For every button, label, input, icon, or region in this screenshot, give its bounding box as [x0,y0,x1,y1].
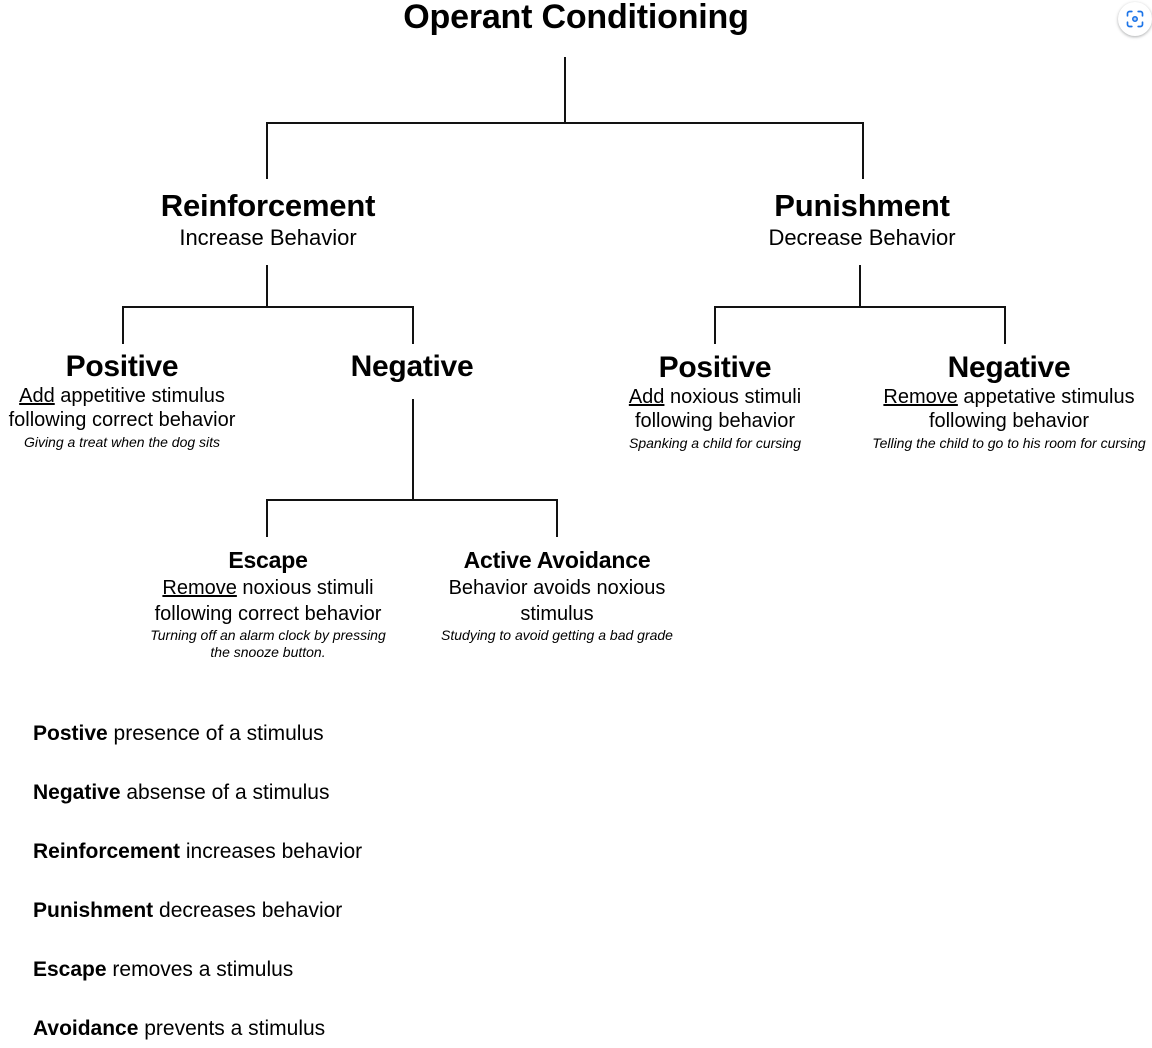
connector-root-bar [266,122,864,124]
glossary-term: Postive [33,722,108,745]
node-active-avoidance-desc-line2: stimulus [520,603,594,626]
connector-punishment-stem [859,265,861,307]
glossary-definition: presence of a stimulus [107,722,324,745]
node-escape-example-line2: the snooze button. [210,643,326,660]
node-active-avoidance-example: Studying to avoid getting a bad grade [441,626,673,643]
glossary-item: Postive presence of a stimulus [33,723,733,744]
node-punishment: Punishment Decrease Behavior [662,188,1062,250]
connector-reinforcement-bar [122,306,414,308]
glossary-term: Avoidance [33,1017,139,1040]
node-punishment-negative-title: Negative [947,351,1071,384]
connector-punishment-to-negative [1004,306,1006,344]
root-node-title: Operant Conditioning [403,0,749,36]
underlined-term-add: Add [19,384,55,407]
node-reinforcement-negative-title: Negative [350,350,474,383]
node-punishment-positive-desc-line2: following behavior [634,410,796,433]
node-punishment-positive: Positive Add noxious stimuli following b… [515,351,915,452]
connector-punishment-bar [714,306,1006,308]
node-reinforcement-positive-example: Giving a treat when the dog sits [23,433,221,450]
underlined-term-remove: Remove [883,385,958,408]
connector-root-to-punishment [862,122,864,179]
glossary-definition: absense of a stimulus [120,781,330,804]
node-reinforcement-negative: Negative [212,350,612,384]
node-active-avoidance: Active Avoidance Behavior avoids noxious… [357,547,757,644]
node-active-avoidance-title: Active Avoidance [463,547,651,573]
node-punishment-positive-title: Positive [658,351,772,384]
node-active-avoidance-desc-line1: Behavior avoids noxious [448,576,666,599]
connector-root-stem [564,57,566,123]
glossary-term: Punishment [33,899,154,922]
node-escape-desc-line2: following correct behavior [154,603,382,626]
connector-negative-to-escape [266,499,268,537]
node-punishment-desc: Decrease Behavior [768,224,956,250]
connector-negative-bar [266,499,558,501]
node-punishment-positive-example: Spanking a child for cursing [629,434,801,451]
glossary-item: Negative absense of a stimulus [33,782,733,803]
lens-scan-icon [1125,9,1145,29]
glossary-term: Negative [33,781,121,804]
glossary-definition: removes a stimulus [106,958,294,981]
glossary-term: Escape [33,958,107,981]
node-reinforcement-positive-desc-line2: following correct behavior [8,409,236,432]
node-reinforcement-positive-desc-line1: Add appetitive stimulus [0,385,322,409]
node-punishment-negative-desc-line1: Remove appetative stimulus [809,386,1152,410]
glossary-item: Reinforcement increases behavior [33,841,733,862]
glossary-item: Escape removes a stimulus [33,959,733,980]
node-punishment-title: Punishment [774,188,950,223]
node-reinforcement-title: Reinforcement [160,188,376,223]
underlined-term-remove: Remove [162,576,237,599]
glossary-list: Postive presence of a stimulus Negative … [33,723,733,1048]
node-reinforcement: Reinforcement Increase Behavior [68,188,468,250]
node-punishment-negative: Negative Remove appetative stimulus foll… [809,351,1152,452]
glossary-term: Reinforcement [33,840,181,863]
node-reinforcement-positive: Positive Add appetitive stimulus followi… [0,350,322,451]
node-punishment-positive-desc-line1: Add noxious stimuli [515,386,915,410]
node-reinforcement-positive-title: Positive [65,350,179,383]
connector-negative-to-active-avoidance [556,499,558,537]
glossary-definition: decreases behavior [153,899,343,922]
glossary-item: Avoidance prevents a stimulus [33,1018,733,1039]
lens-scan-button[interactable] [1118,2,1152,36]
node-escape-example-line1: Turning off an alarm clock by pressing [150,626,386,643]
connector-reinforcement-to-positive [122,306,124,344]
node-punishment-negative-desc-line2: following behavior [928,410,1090,433]
glossary-definition: increases behavior [180,840,363,863]
glossary-definition: prevents a stimulus [138,1017,326,1040]
node-reinforcement-desc: Increase Behavior [179,224,357,250]
desc-rest: appetative stimulus [957,385,1135,408]
connector-punishment-to-positive [714,306,716,344]
connector-reinforcement-to-negative [412,306,414,344]
desc-rest: noxious stimuli [664,385,802,408]
connector-reinforcement-stem [266,265,268,307]
desc-rest: noxious stimuli [236,576,374,599]
connector-negative-stem [412,399,414,500]
underlined-term-add: Add [628,385,665,408]
node-punishment-negative-example: Telling the child to go to his room for … [872,434,1146,451]
node-escape-desc-line1: Remove noxious stimuli [68,576,468,600]
node-escape: Escape Remove noxious stimuli following … [68,547,468,661]
connector-root-to-reinforcement [266,122,268,179]
glossary-item: Punishment decreases behavior [33,900,733,921]
node-escape-title: Escape [228,547,308,573]
desc-rest: appetitive stimulus [54,384,225,407]
